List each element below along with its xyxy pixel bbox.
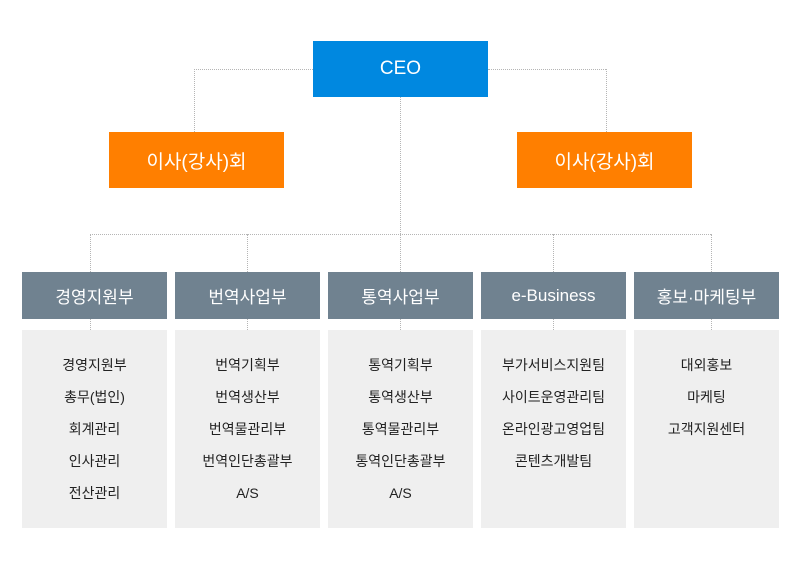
connector	[400, 97, 401, 330]
connector	[606, 69, 607, 132]
team-item: 온라인광고영업팀	[501, 421, 606, 437]
dept-e-business: e-Business	[481, 272, 626, 319]
dept-management-support: 경영지원부	[22, 272, 167, 319]
team-item: 경영지원부	[62, 357, 127, 373]
team-item: 부가서비스지원팀	[501, 357, 606, 373]
dept-marketing: 홍보·마케팅부	[634, 272, 779, 319]
dept-panel-interpretation: 통역기획부 통역생산부 통역물관리부 통역인단총괄부 A/S	[328, 330, 473, 528]
team-item: 번역기획부	[215, 357, 280, 373]
team-item: 번역인단총괄부	[202, 453, 293, 469]
dept-interpretation: 통역사업부	[328, 272, 473, 319]
team-item: 콘텐츠개발팀	[514, 453, 593, 469]
dept-panel-management-support: 경영지원부 총무(법인) 회계관리 인사관리 전산관리	[22, 330, 167, 528]
team-item: 마케팅	[687, 389, 726, 405]
team-item: 통역생산부	[368, 389, 433, 405]
connector	[194, 69, 313, 70]
dept-panel-translation: 번역기획부 번역생산부 번역물관리부 번역인단총괄부 A/S	[175, 330, 320, 528]
team-item: 통역인단총괄부	[355, 453, 446, 469]
team-item: A/S	[389, 485, 412, 501]
team-item: 전산관리	[68, 485, 121, 501]
team-item: 번역생산부	[215, 389, 280, 405]
team-item: 번역물관리부	[208, 421, 287, 437]
board-box-left: 이사(강사)회	[109, 132, 284, 188]
team-item: 회계관리	[68, 421, 121, 437]
dept-translation: 번역사업부	[175, 272, 320, 319]
connector	[488, 69, 606, 70]
team-item: 고객지원센터	[667, 421, 746, 437]
team-item: 통역기획부	[368, 357, 433, 373]
team-item: 총무(법인)	[64, 389, 125, 405]
dept-panel-e-business: 부가서비스지원팀 사이트운영관리팀 온라인광고영업팀 콘텐츠개발팀	[481, 330, 626, 528]
team-item: 대외홍보	[680, 357, 733, 373]
connector	[194, 69, 195, 132]
ceo-box: CEO	[313, 41, 488, 97]
connector	[90, 234, 711, 235]
dept-panel-marketing: 대외홍보 마케팅 고객지원센터	[634, 330, 779, 528]
team-item: A/S	[236, 485, 259, 501]
team-item: 통역물관리부	[361, 421, 440, 437]
team-item: 사이트운영관리팀	[501, 389, 606, 405]
board-box-right: 이사(강사)회	[517, 132, 692, 188]
team-item: 인사관리	[68, 453, 121, 469]
